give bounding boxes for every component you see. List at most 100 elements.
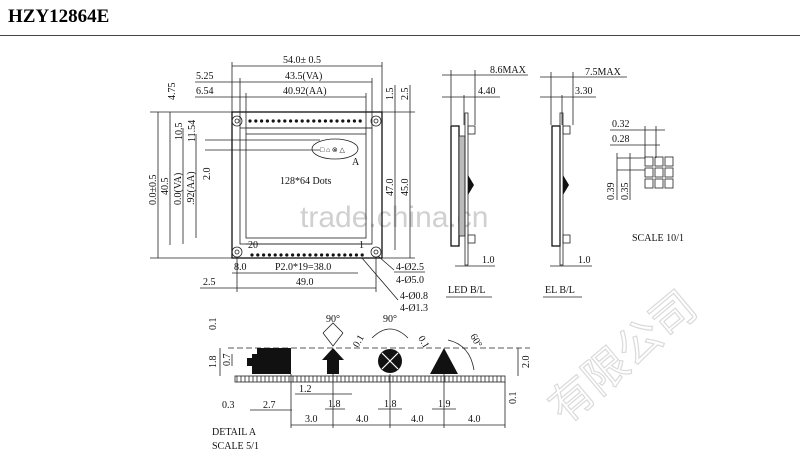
pixel-dot xyxy=(654,167,664,178)
pin xyxy=(312,119,316,123)
side-view-el: 7.5MAX 3.30 1.0 EL B/L xyxy=(540,67,627,298)
triangle-symbol xyxy=(430,348,458,374)
dim-offset-aa: 6.54 xyxy=(196,86,214,97)
dim-10: 10.5 xyxy=(174,123,185,141)
pin xyxy=(271,119,275,123)
pin xyxy=(277,119,281,123)
pixel-dot xyxy=(664,178,674,189)
da-h18: 1.8 xyxy=(208,356,219,369)
pin xyxy=(308,253,312,257)
detail-a: 0.1 1.8 0.7 90° 90° 0.1 0.1 60° 2.0 0.1 … xyxy=(208,314,532,452)
detail-a-oval xyxy=(311,138,359,160)
da-w12: 1.2 xyxy=(299,384,312,395)
dim-hole-offset: 2.5 xyxy=(203,277,216,288)
da-top: 0.1 xyxy=(208,318,219,331)
pixel-dot xyxy=(664,167,674,178)
dot-vpitch: 0.39 xyxy=(606,183,617,201)
pixel-dot xyxy=(654,156,664,167)
side-view-led: 8.6MAX 4.40 1.0 LED B/L xyxy=(442,65,528,298)
dim-height-45: 45.0 xyxy=(400,179,411,197)
mounting-holes xyxy=(231,115,382,258)
pin xyxy=(300,119,304,123)
da-w03: 0.3 xyxy=(222,400,235,411)
pin xyxy=(320,253,324,257)
pin xyxy=(354,253,358,257)
pin xyxy=(291,253,295,257)
dim-hole-span: 49.0 xyxy=(296,277,314,288)
pin xyxy=(349,253,353,257)
dim-height-47: 47.0 xyxy=(385,179,396,197)
dot-grid xyxy=(644,156,674,189)
pin xyxy=(279,253,283,257)
dim-height-40: 40.5 xyxy=(160,178,171,196)
pin xyxy=(331,253,335,257)
pixel-dot xyxy=(644,156,654,167)
dim-height-total: 0.0±0.5 xyxy=(148,175,159,206)
da-w18a: 1.8 xyxy=(328,399,341,410)
detail-mark: A xyxy=(352,157,360,168)
dim-height-va: 0.0(VA) xyxy=(173,173,184,205)
pin xyxy=(314,253,318,257)
da-s40c: 4.0 xyxy=(468,414,481,425)
pin xyxy=(294,119,298,123)
arrow-symbol xyxy=(322,348,344,374)
pin xyxy=(325,253,329,257)
da-s30: 3.0 xyxy=(305,414,318,425)
watermark-company: 有限公司 xyxy=(540,282,706,433)
pin xyxy=(256,253,260,257)
dim-hole-3: 4-Ø0.8 xyxy=(400,291,428,302)
pin xyxy=(250,253,254,257)
watermark-site: trade.china.cn xyxy=(300,201,488,234)
pin xyxy=(248,119,252,123)
pin-1-label: 1 xyxy=(359,240,364,251)
dim-right-2: 2.5 xyxy=(400,88,411,101)
dim-height-aa: .92(AA) xyxy=(186,171,197,205)
pin xyxy=(260,119,264,123)
da-ang2: 90° xyxy=(383,314,397,325)
dim-hole-1: 4-Ø2.5 xyxy=(396,262,424,273)
pin xyxy=(337,253,341,257)
pin xyxy=(267,253,271,257)
rect-symbol xyxy=(247,348,291,374)
dim-pin-offset: 8.0 xyxy=(234,262,247,273)
da-s40b: 4.0 xyxy=(411,414,424,425)
pin xyxy=(306,119,310,123)
pin xyxy=(283,119,287,123)
pin xyxy=(352,119,356,123)
pixel-dot xyxy=(644,178,654,189)
dim-hole-2: 4-Ø5.0 xyxy=(396,275,424,286)
pin-row-top xyxy=(248,119,362,123)
model-title: HZY12864E xyxy=(8,6,110,27)
front-view: □ ⌂ ⊗ △ A 128*64 Dots 20 1 54.0± 0.5 43.… xyxy=(148,55,428,314)
pin xyxy=(323,119,327,123)
dim-width-total: 54.0± 0.5 xyxy=(283,55,321,66)
led-pin: 1.0 xyxy=(482,255,495,266)
pin xyxy=(302,253,306,257)
pin-row-bottom xyxy=(250,253,364,257)
da-ang3: 60° xyxy=(467,332,484,350)
dim-2: 2.0 xyxy=(202,168,213,181)
da-w27: 2.7 xyxy=(263,400,276,411)
el-pin: 1.0 xyxy=(578,255,591,266)
pin xyxy=(289,119,293,123)
pixel-dot xyxy=(654,178,664,189)
pin xyxy=(273,253,277,257)
dim-offset-va: 5.25 xyxy=(196,71,214,82)
pin xyxy=(318,119,322,123)
pin xyxy=(265,119,269,123)
led-depth: 4.40 xyxy=(478,86,496,97)
da-b01: 0.1 xyxy=(508,392,519,405)
pin xyxy=(329,119,333,123)
da-h20: 2.0 xyxy=(521,356,532,369)
dim-11: 11.54 xyxy=(187,120,198,142)
pin xyxy=(254,119,258,123)
dim-width-aa: 40.92(AA) xyxy=(283,86,327,97)
el-label: EL B/L xyxy=(545,285,575,296)
led-label: LED B/L xyxy=(448,285,486,296)
dot-detail: 0.32 0.28 0.39 0.35 SCALE 10/1 xyxy=(606,119,684,244)
pin xyxy=(360,253,364,257)
dot-size: 0.28 xyxy=(612,134,630,145)
dot-vsize: 0.35 xyxy=(620,183,631,201)
pixel-dot xyxy=(664,156,674,167)
